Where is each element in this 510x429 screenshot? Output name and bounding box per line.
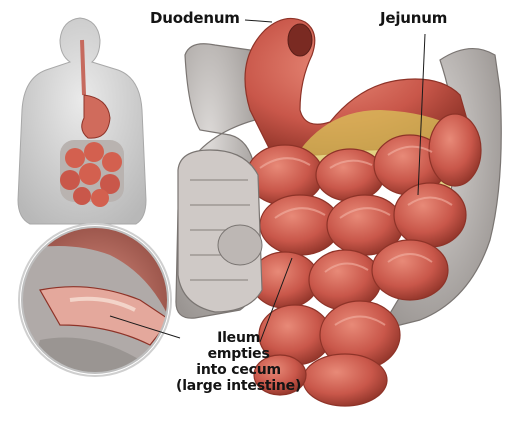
duodenum-leader [245,20,272,22]
ileum-label-line-4: (large intestine) [176,378,301,394]
jejunum-label: Jejunum [380,9,447,27]
torso-intestines [60,140,124,207]
ileum-label-line-2: empties [176,346,301,362]
ileum-label-line-1: Ileum [176,330,301,346]
ileum-label-line-3: into cecum [176,362,301,378]
ileum-label: Ileum empties into cecum (large intestin… [176,330,301,394]
torso-figure [18,18,146,224]
duodenum-label: Duodenum [150,9,240,27]
ileocecal-inset [19,224,171,376]
